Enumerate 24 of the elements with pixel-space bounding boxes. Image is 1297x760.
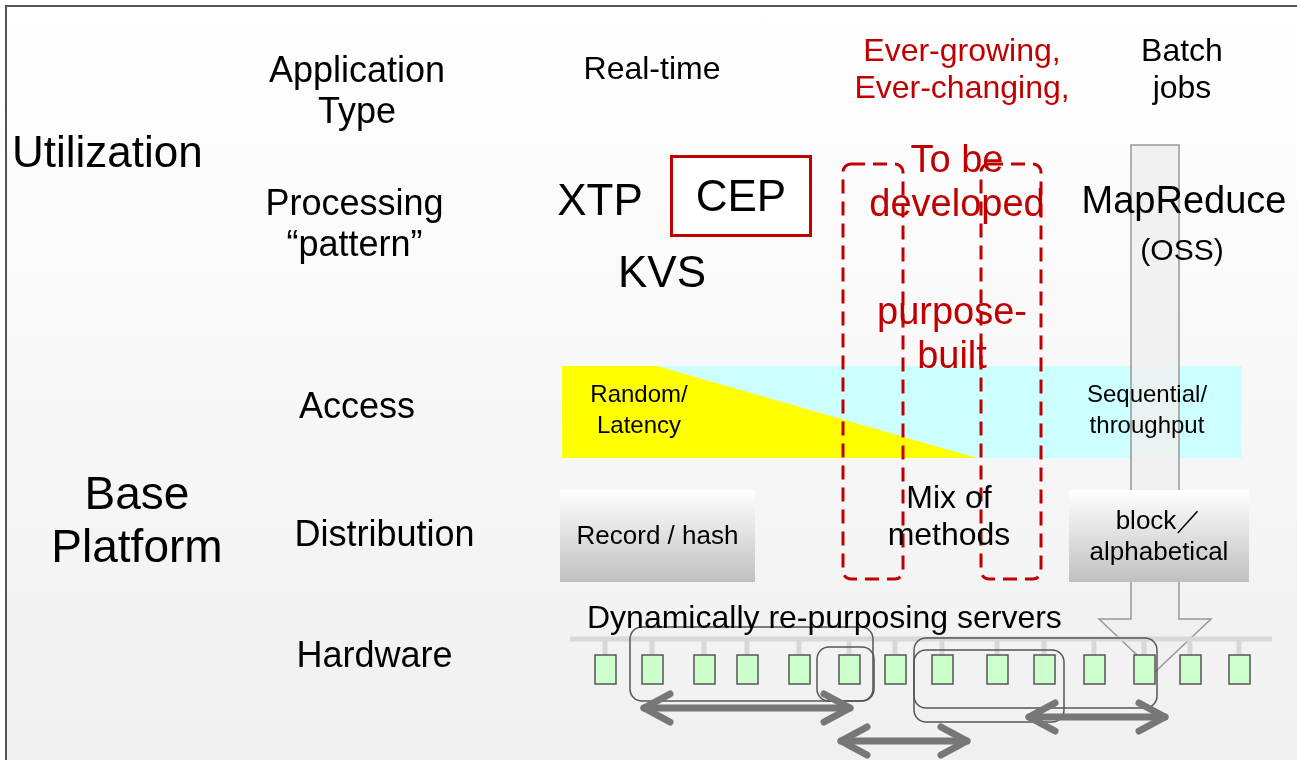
band-label: Random/ Latency: [589, 379, 689, 441]
row-label: Distribution: [293, 513, 476, 555]
triangle-band: [562, 366, 977, 458]
annotation-text: purpose-built: [876, 290, 1028, 378]
highlight-box: CEP: [670, 155, 812, 237]
row-label: Hardware: [295, 634, 454, 676]
column-label: Ever-growing, Ever-changing,: [853, 32, 1071, 106]
column-label: Real-time: [582, 50, 722, 87]
column-label: Batch jobs: [1140, 32, 1224, 106]
caption-text: Dynamically re-purposing servers: [587, 599, 1063, 636]
row-label: Access: [297, 385, 416, 427]
pattern-note: (OSS): [1139, 233, 1225, 268]
band-label: Sequential/ throughput: [1085, 379, 1209, 441]
gradient-box: Record / hash: [560, 490, 755, 582]
pattern-label: KVS: [616, 247, 707, 298]
row-label: Application Type: [267, 49, 447, 132]
annotation-text: Mix of methods: [886, 479, 1012, 553]
gradient-box: block／ alphabetical: [1069, 490, 1249, 582]
pattern-label: XTP: [556, 175, 644, 226]
section-heading: Utilization: [12, 127, 204, 178]
row-label: Processing “pattern”: [264, 182, 445, 265]
annotation-text: To be developed: [868, 138, 1046, 226]
pattern-label: MapReduce: [1080, 179, 1288, 223]
section-heading: Base Platform: [50, 467, 224, 573]
